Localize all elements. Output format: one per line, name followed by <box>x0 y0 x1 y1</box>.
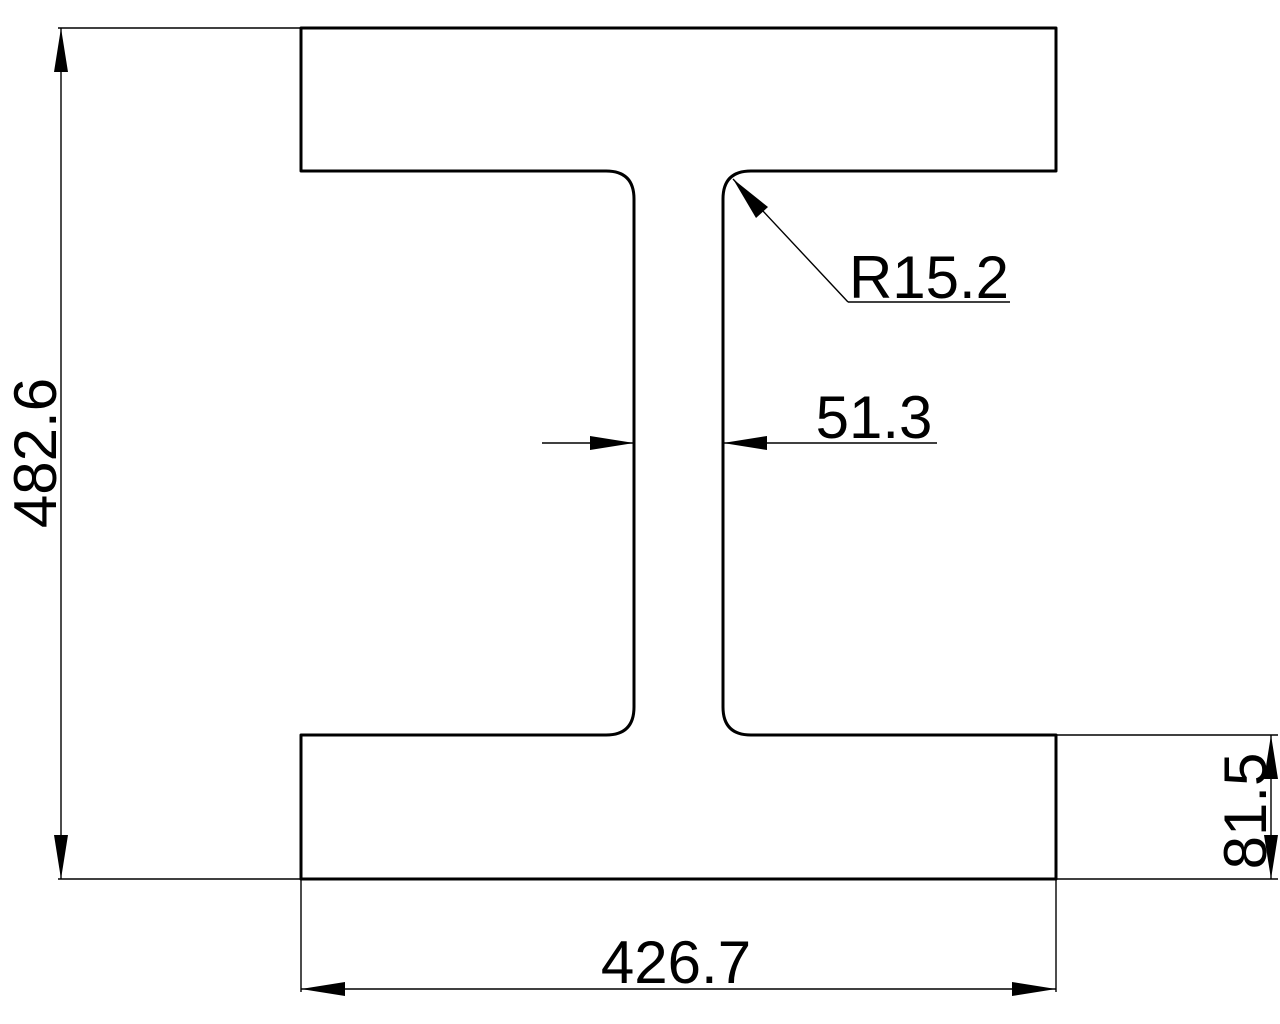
width-arrow-left <box>301 982 345 996</box>
flange-thickness-dimension: 81.5 <box>1056 734 1279 880</box>
web-thickness-dimension: 51.3 <box>542 384 937 451</box>
height-arrow-top <box>54 28 68 72</box>
width-arrow-right <box>1012 982 1056 996</box>
radius-arrow <box>733 179 768 218</box>
height-label: 482.6 <box>2 378 69 528</box>
width-label: 426.7 <box>601 929 751 996</box>
height-dimension: 482.6 <box>2 27 301 880</box>
web-arrow-right <box>723 436 767 450</box>
height-arrow-bottom <box>54 835 68 879</box>
web-arrow-left <box>590 436 634 450</box>
fillet-radius-callout: R15.2 <box>732 178 1010 311</box>
flange-arrow-top <box>1264 735 1278 779</box>
width-dimension: 426.7 <box>300 879 1057 996</box>
ibeam-outline <box>299 26 1058 881</box>
flange-thickness-label: 81.5 <box>1212 753 1279 870</box>
web-thickness-label: 51.3 <box>816 384 933 451</box>
flange-arrow-bottom <box>1264 835 1278 879</box>
radius-label: R15.2 <box>849 244 1009 311</box>
